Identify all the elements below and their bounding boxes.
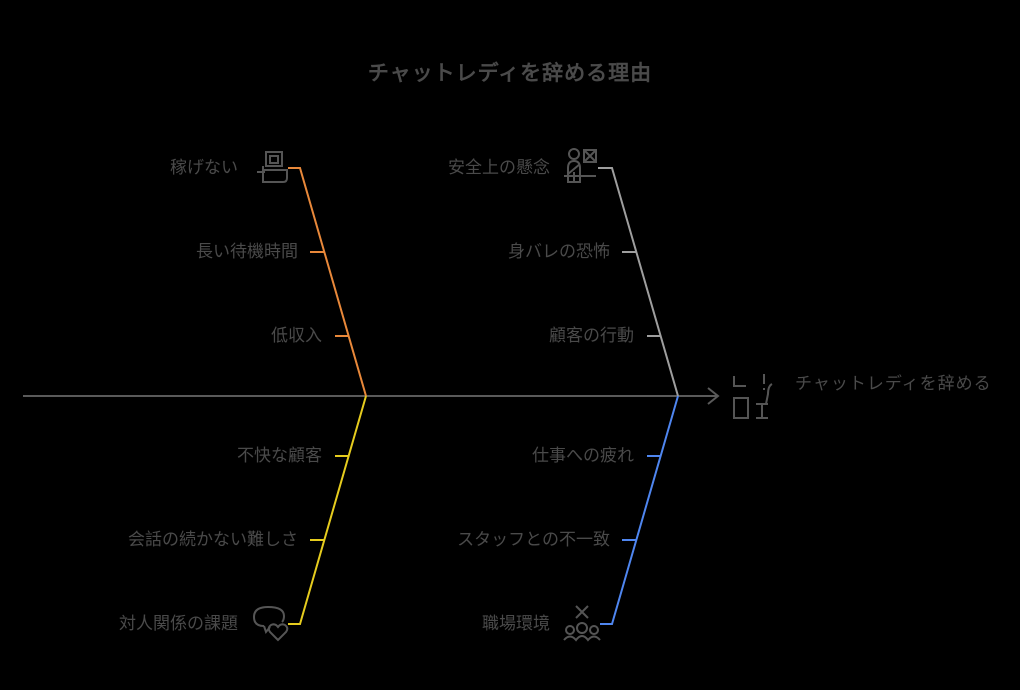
cause-label: 不快な顧客 (237, 446, 322, 466)
group-conflict-icon (563, 605, 601, 642)
cause-label: 低収入 (271, 326, 322, 346)
cause-label: 仕事への疲れ (532, 446, 634, 466)
cause-label: 顧客の行動 (549, 326, 634, 346)
person-shield-icon (564, 148, 597, 183)
category-label-safety: 安全上の懸念 (448, 158, 550, 178)
wallet-hand-icon (257, 151, 288, 183)
speech-heart-icon (252, 605, 289, 642)
category-label-workplace: 職場環境 (482, 614, 550, 634)
category-label-income: 稼げない (170, 158, 238, 178)
category-label-relationship: 対人関係の課題 (119, 614, 238, 634)
cause-label: 身バレの恐怖 (508, 242, 610, 262)
cause-label: 長い待機時間 (196, 242, 298, 262)
diagram-title: チャットレディを辞める理由 (367, 61, 653, 85)
cause-label: スタッフとの不一致 (457, 530, 610, 550)
person-leaving-desk-icon (733, 374, 773, 419)
cause-label: 会話の続かない難しさ (128, 530, 298, 550)
effect-label: チャットレディを辞める (795, 374, 992, 394)
